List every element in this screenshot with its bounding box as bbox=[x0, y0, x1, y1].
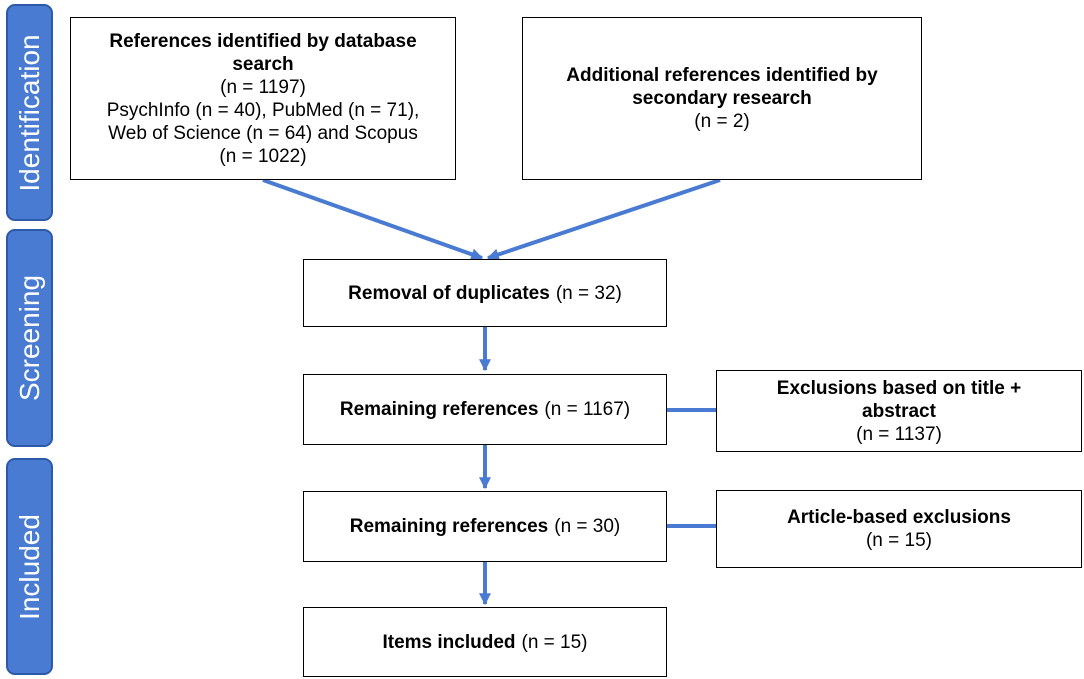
phase-identification-label: Identification bbox=[13, 33, 45, 192]
database-search-title: References identified by database search bbox=[109, 30, 417, 75]
article-exclusions-title: Article-based exclusions bbox=[787, 507, 1011, 528]
database-search-line-1: PsychInfo (n = 40), PubMed (n = 71), bbox=[106, 99, 420, 121]
exclusions-title-abstract-title: Exclusions based on title + abstract bbox=[776, 377, 1022, 422]
box-exclusions-title-abstract: Exclusions based on title + abstract (n … bbox=[716, 370, 1082, 452]
phase-identification: Identification bbox=[6, 4, 53, 221]
box-removal-duplicates: Removal of duplicates (n = 32) bbox=[303, 259, 667, 327]
phase-included-label: Included bbox=[13, 513, 45, 620]
remaining-1-count: (n = 1167) bbox=[544, 399, 631, 420]
database-search-count: (n = 1197) bbox=[220, 76, 306, 98]
arrow-secondary-to-duplicates bbox=[486, 178, 721, 261]
box-database-search: References identified by database search… bbox=[70, 17, 456, 180]
secondary-research-count: (n = 2) bbox=[694, 111, 750, 132]
duplicates-title: Removal of duplicates bbox=[348, 282, 550, 304]
items-included-title: Items included bbox=[382, 631, 516, 653]
database-search-line-3: (n = 1022) bbox=[219, 145, 307, 167]
box-secondary-research: Additional references identified by seco… bbox=[522, 17, 922, 180]
items-included-count: (n = 15) bbox=[521, 631, 588, 653]
remaining-2-count: (n = 30) bbox=[554, 516, 621, 537]
duplicates-count: (n = 32) bbox=[555, 282, 622, 304]
article-exclusions-count: (n = 15) bbox=[865, 530, 932, 551]
phase-included: Included bbox=[6, 458, 53, 675]
box-article-exclusions: Article-based exclusions (n = 15) bbox=[716, 490, 1082, 568]
remaining-1-title: Remaining references bbox=[339, 399, 539, 420]
box-remaining-references-1: Remaining references (n = 1167) bbox=[303, 374, 667, 445]
exclusions-title-abstract-count: (n = 1137) bbox=[856, 423, 942, 445]
database-search-line-2: Web of Science (n = 64) and Scopus bbox=[108, 122, 418, 144]
box-remaining-references-2: Remaining references (n = 30) bbox=[303, 491, 667, 562]
phase-screening-label: Screening bbox=[13, 274, 45, 402]
secondary-research-title: Additional references identified by seco… bbox=[566, 65, 878, 109]
arrow-database-to-duplicates bbox=[262, 178, 484, 261]
box-items-included: Items included (n = 15) bbox=[303, 607, 667, 677]
remaining-2-title: Remaining references bbox=[349, 516, 549, 537]
phase-screening: Screening bbox=[6, 229, 53, 447]
